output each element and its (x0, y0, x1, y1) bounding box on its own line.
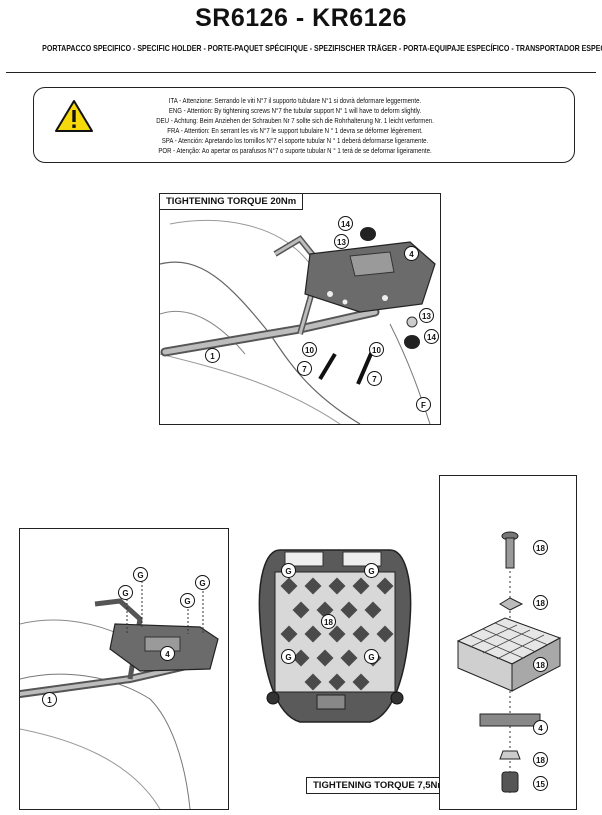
page-title: SR6126 - KR6126 (195, 4, 407, 32)
warning-line-deu: DEU - Achtung: Beim Anziehen der Schraub… (156, 116, 434, 125)
callout-18-center: 18 (321, 614, 336, 629)
diagram-center-plate (258, 549, 412, 723)
diagram-left-panel (19, 528, 229, 810)
warning-line-fra: FRA - Attention: En serrant les vis N°7 … (167, 126, 423, 135)
callout-18-washer: 18 (533, 595, 548, 610)
callout-18-grid: 18 (533, 657, 548, 672)
page-subtitle: PORTAPACCO SPECIFICO - SPECIFIC HOLDER -… (42, 44, 602, 53)
warning-box (33, 87, 575, 163)
diagram-right-panel (439, 475, 577, 810)
callout-13-right: 13 (419, 308, 434, 323)
warning-line-ita: ITA - Attenzione: Serrando le viti N°7 i… (168, 96, 422, 105)
callout-1-left: 1 (42, 692, 57, 707)
warning-line-eng: ENG - Attention: By tightening screws N°… (168, 106, 422, 115)
callout-g-center-1: G (281, 563, 296, 578)
callout-7-left: 7 (297, 361, 312, 376)
torque-label-7-5nm: TIGHTENING TORQUE 7,5Nm (306, 777, 453, 794)
callout-g-left-2: G (195, 575, 210, 590)
callout-g-center-2: G (364, 563, 379, 578)
warning-triangle-icon (55, 100, 93, 132)
callout-1-top: 1 (205, 348, 220, 363)
callout-4-left: 4 (160, 646, 175, 661)
callout-10-right: 10 (369, 342, 384, 357)
callout-g-left-4: G (180, 593, 195, 608)
callout-15-cap: 15 (533, 776, 548, 791)
diagram-right-drawing (456, 531, 562, 796)
step-letter-f: F (416, 397, 431, 412)
callout-g-left-1: G (133, 567, 148, 582)
torque-label-20nm: TIGHTENING TORQUE 20Nm (159, 193, 304, 210)
diagram-left-drawing (20, 581, 219, 809)
callout-10-left: 10 (302, 342, 317, 357)
diagram-top-panel (159, 193, 441, 425)
callout-14-right: 14 (424, 329, 439, 344)
warning-text: ITA - Attenzione: Serrando le viti N°7 i… (60, 96, 530, 156)
warning-line-por: POR - Atenção: Ao apertar os parafusos N… (158, 146, 432, 155)
callout-4-right: 4 (533, 720, 548, 735)
callout-g-center-3: G (281, 649, 296, 664)
warning-line-spa: SPA - Atención: Apretando los tornillos … (161, 136, 429, 145)
callout-13-top: 13 (334, 234, 349, 249)
callout-18-nut: 18 (533, 752, 548, 767)
diagram-top-drawing (160, 219, 436, 424)
callout-4-top: 4 (404, 246, 419, 261)
callout-14-top: 14 (338, 216, 353, 231)
callout-18-screw: 18 (533, 540, 548, 555)
callout-g-left-3: G (118, 585, 133, 600)
callout-g-center-4: G (364, 649, 379, 664)
callout-7-right: 7 (367, 371, 382, 386)
header-divider (6, 72, 596, 73)
